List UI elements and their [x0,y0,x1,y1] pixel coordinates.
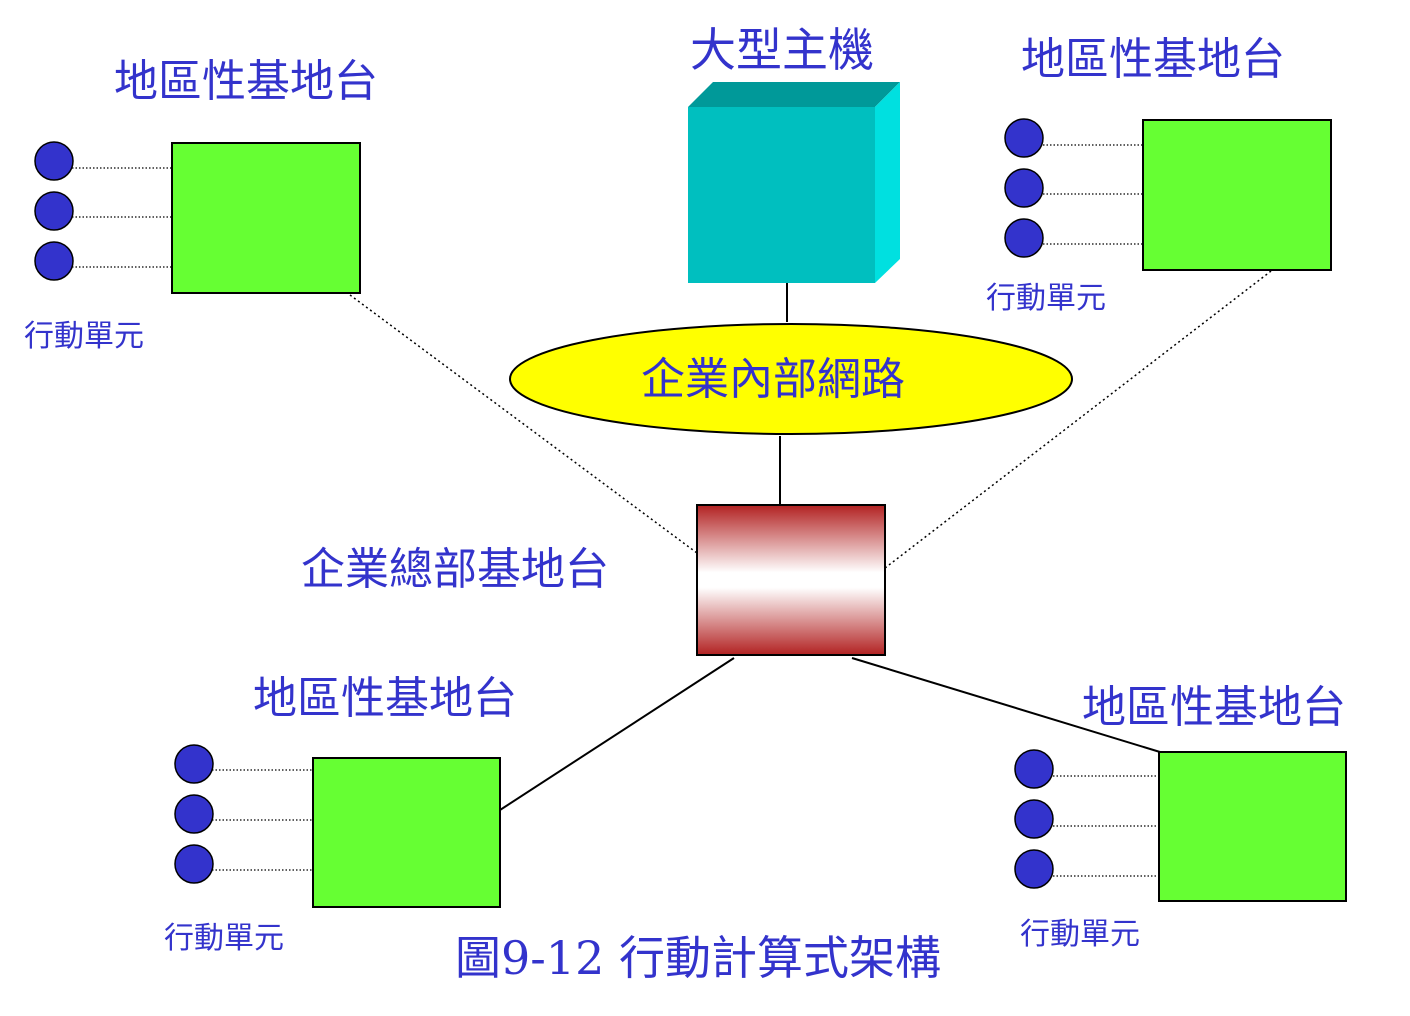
regional-station-bottom-left [174,744,501,908]
regional-station-label: 地區性基地台 [114,56,378,107]
hq-station-box [696,504,886,656]
mobile-unit [1004,168,1044,208]
mobile-unit [174,844,214,884]
regional-station-label: 地區性基地台 [1082,682,1346,733]
mobile-unit [1014,799,1054,839]
mainframe-top-face [688,82,900,107]
mobile-units-label: 行動單元 [164,921,284,956]
regional-station-top-left [34,141,361,294]
mobile-unit [1004,218,1044,258]
mainframe-label: 大型主機 [690,23,874,77]
hq-station-label: 企業總部基地台 [301,544,609,595]
regional-station-label: 地區性基地台 [1021,34,1285,85]
regional-station-top-right [1004,118,1332,271]
regional-station-bottom-right [1014,749,1347,902]
mobile-unit [1004,118,1044,158]
intranet-ellipse [509,323,1073,435]
station-box [1158,751,1347,902]
regional-station-label: 地區性基地台 [253,673,517,724]
mainframe-box [688,82,900,283]
mobile-unit [1014,749,1054,789]
mobile-units-label: 行動單元 [1020,917,1140,952]
mobile-unit [34,191,74,231]
link-hq-topright [884,267,1276,569]
link-hq-bottomright [851,657,1161,753]
mobile-units-label: 行動單元 [986,281,1106,316]
station-box [171,142,361,294]
mobile-units-label: 行動單元 [24,319,144,354]
mobile-unit [174,744,214,784]
mobile-unit [174,794,214,834]
mobile-unit [1014,849,1054,889]
mobile-unit [34,141,74,181]
intranet-label: 企業內部網路 [641,354,905,405]
link-hq-bottomleft [499,657,735,811]
figure-caption: 圖9-12 行動計算式架構 [455,931,941,985]
mobile-unit [34,241,74,281]
mainframe-side-face [875,82,900,283]
station-box [312,757,501,908]
mainframe-front-face [688,107,875,283]
station-box [1142,119,1332,271]
